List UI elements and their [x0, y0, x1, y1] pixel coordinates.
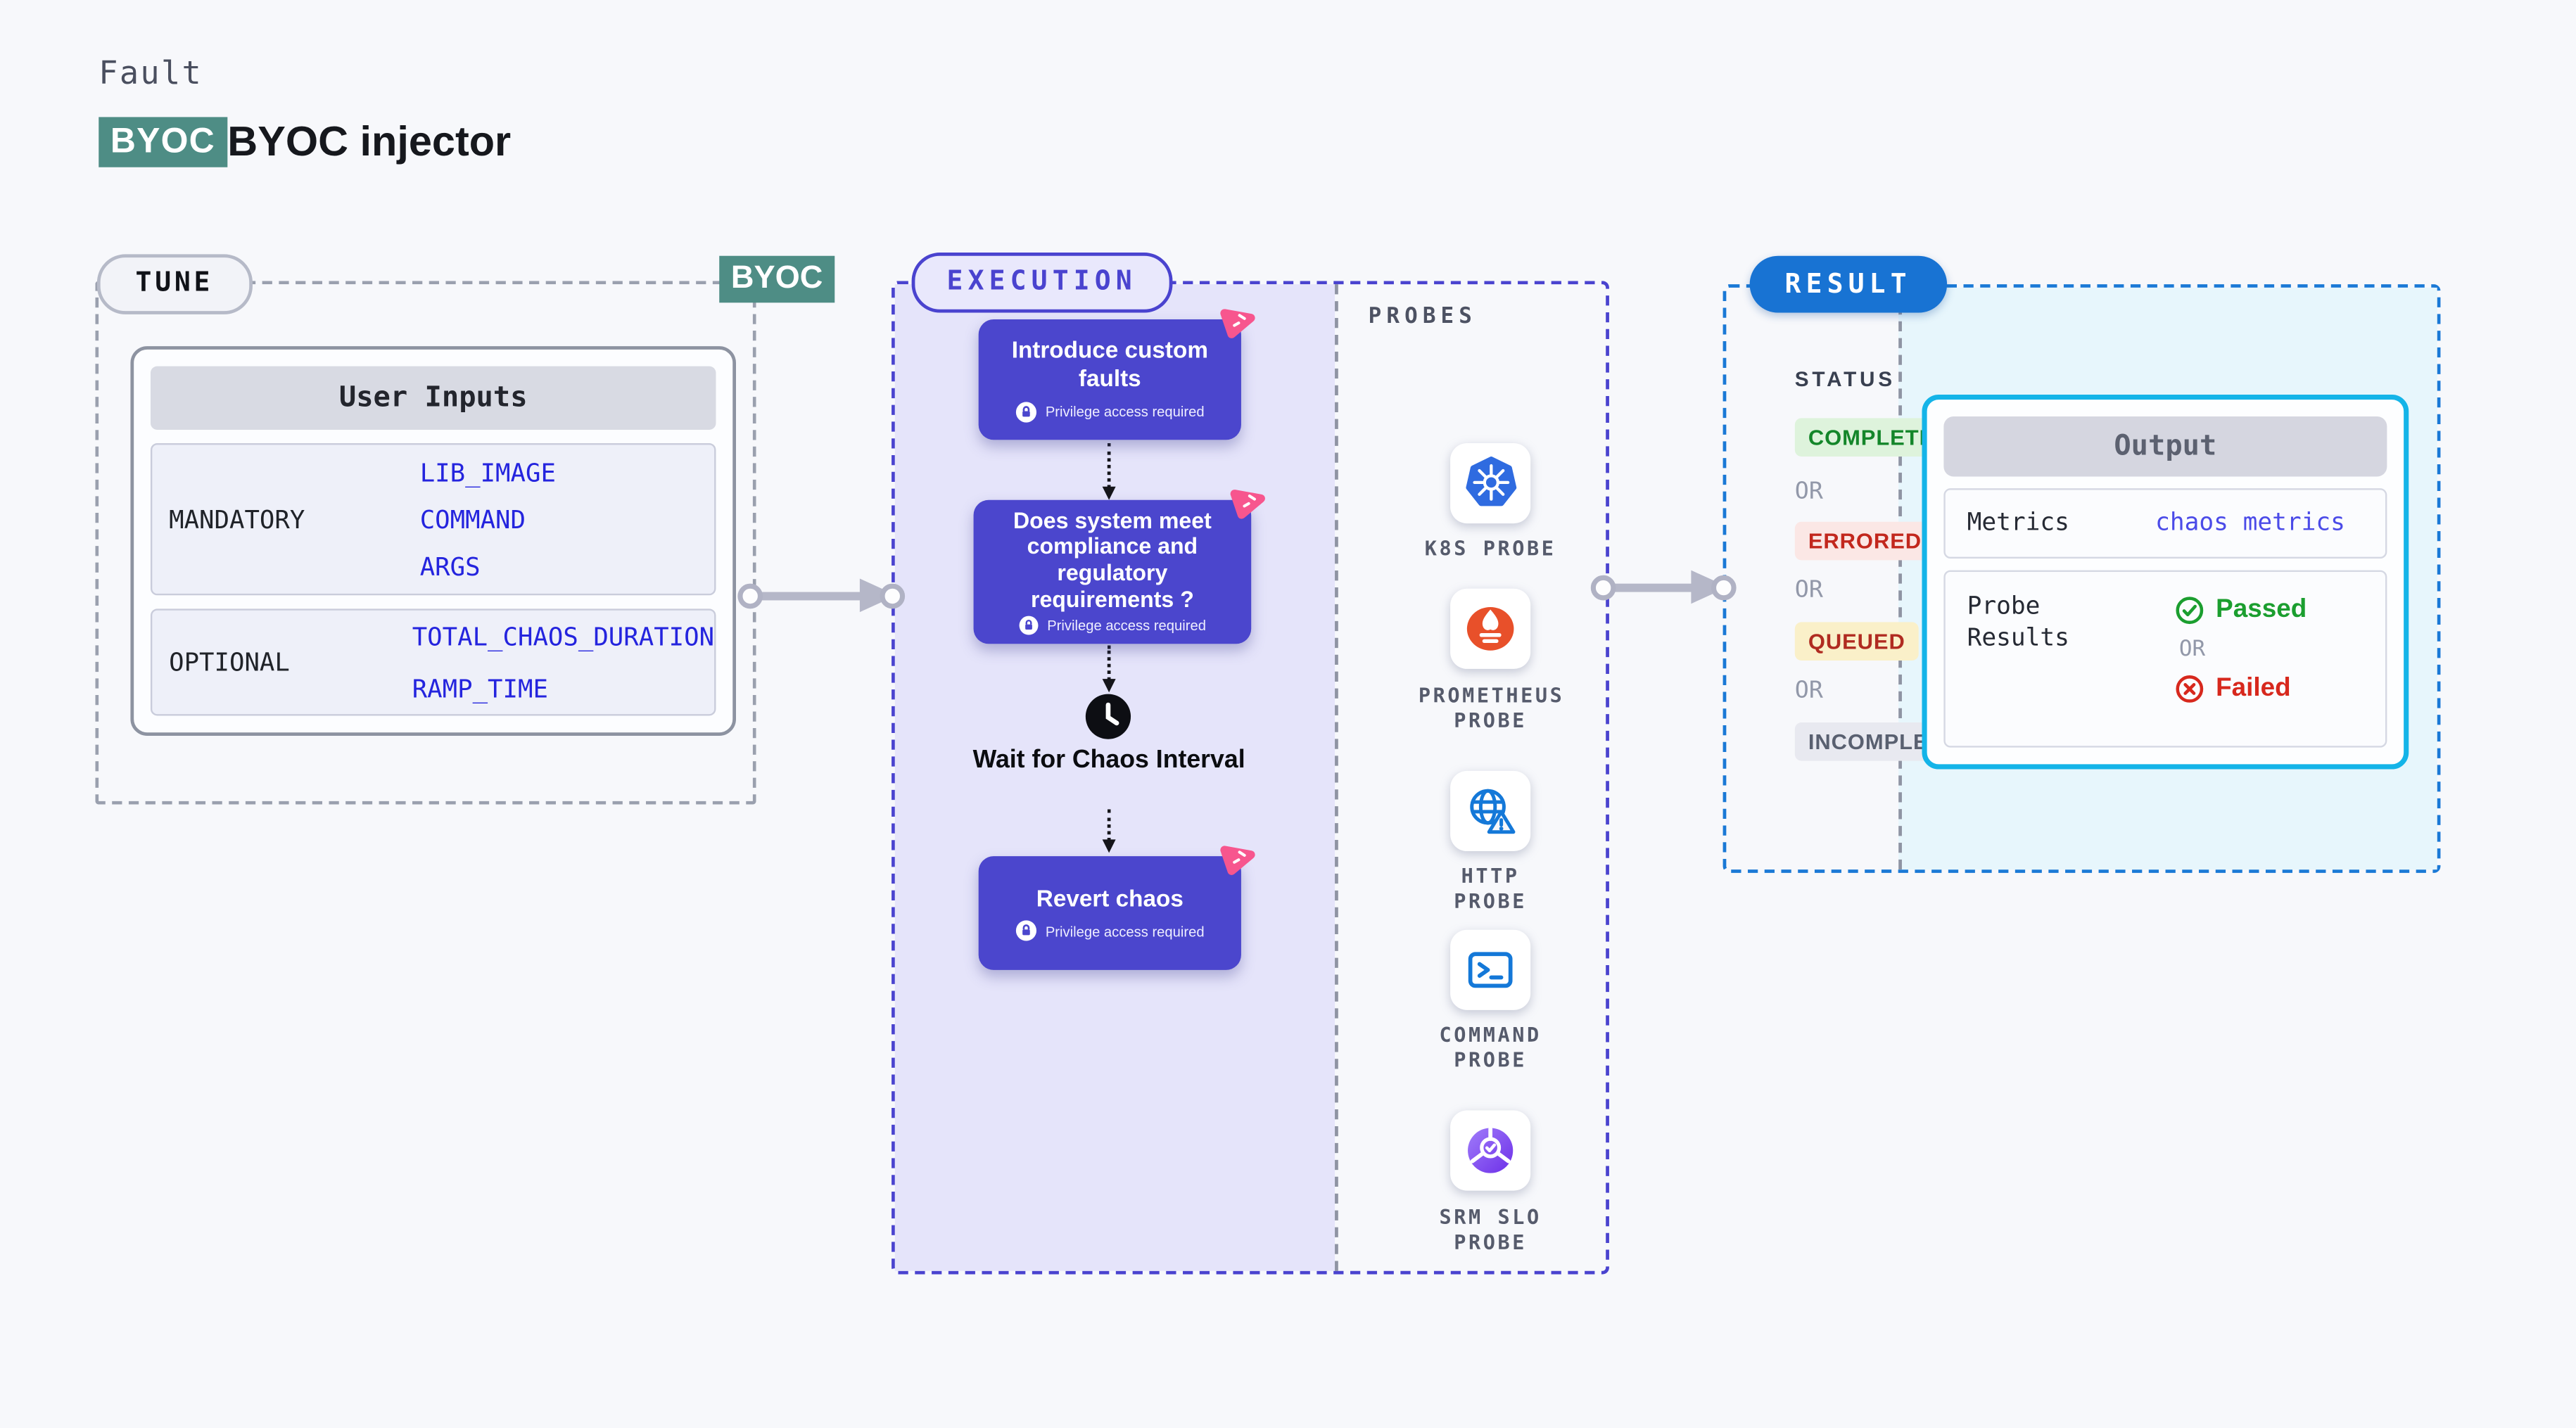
input-command: COMMAND [419, 504, 526, 535]
privilege-note: Privilege access required [1015, 400, 1205, 422]
tune-pill: TUNE [96, 254, 252, 314]
optional-values: TOTAL_CHAOS_DURATION RAMP_TIME [412, 622, 714, 703]
probe-results-values: Passed OR Failed [2174, 592, 2364, 704]
connector-dot-icon [880, 582, 906, 608]
byoc-header-badge: BYOC [99, 117, 227, 167]
status-or-separator: OR [1794, 478, 1823, 505]
probe-result-or: OR [2178, 637, 2206, 663]
privilege-note: Privilege access required [1019, 616, 1206, 636]
probe-card-srm-slo [1450, 1110, 1531, 1191]
flow-connector [1107, 645, 1111, 681]
output-header: Output [1943, 416, 2387, 477]
metrics-row: Metrics chaos metrics [1943, 488, 2387, 559]
probe-card-k8s [1450, 442, 1531, 524]
check-circle-icon [2175, 597, 2203, 625]
probe-card-prometheus [1450, 588, 1531, 669]
optional-label: OPTIONAL [169, 647, 290, 678]
metrics-label: Metrics [1967, 510, 2069, 537]
status-or-separator: OR [1794, 677, 1823, 704]
x-circle-icon [2175, 675, 2203, 703]
node-title: Revert chaos [1036, 884, 1184, 911]
status-output-divider [1898, 287, 1902, 870]
node-introduce-custom-faults: Introduce custom faults Privilege access… [978, 309, 1255, 440]
status-badge-queued: QUEUED [1794, 622, 1919, 661]
input-lib-image: LIB_IMAGE [419, 457, 556, 488]
probe-results-label: Probe Results [1967, 593, 2069, 653]
wait-step-label: Wait for Chaos Interval [972, 746, 1245, 774]
srm-slo-icon [1468, 1126, 1514, 1173]
probe-label-http: HTTP PROBE [1454, 865, 1528, 913]
fault-kicker: Fault [99, 55, 203, 92]
status-badge-errored: ERRORED [1794, 521, 1936, 561]
execution-pill: EXECUTION [911, 252, 1172, 313]
chaos-fault-icon [1220, 309, 1255, 338]
kubernetes-icon [1465, 456, 1516, 506]
lock-icon [1019, 616, 1039, 635]
flow-arrowhead-icon [1101, 679, 1115, 693]
input-total-chaos-duration: TOTAL_CHAOS_DURATION [412, 621, 715, 652]
probe-result-failed: Failed [2174, 674, 2307, 704]
node-revert-chaos: Revert chaos Privilege access required [978, 846, 1255, 970]
privilege-note: Privilege access required [1015, 920, 1205, 942]
connector-dot-icon [1590, 574, 1616, 600]
connector-dot-icon [737, 582, 763, 608]
chaos-fault-icon [1230, 490, 1265, 519]
input-ramp-time: RAMP_TIME [412, 673, 548, 704]
execution-background [894, 284, 1335, 1271]
byoc-corner-badge: BYOC [719, 255, 835, 303]
flow-connector [1107, 442, 1111, 489]
execution-probes-divider [1335, 284, 1338, 1271]
status-column-label: STATUS [1794, 367, 1896, 392]
mandatory-row: MANDATORY LIB_IMAGE COMMAND ARGS [150, 442, 716, 597]
wait-clock-icon [1085, 694, 1131, 739]
result-pill: RESULT [1749, 255, 1947, 313]
flow-arrowhead-icon [1101, 486, 1115, 500]
probe-card-command [1450, 929, 1531, 1010]
http-globe-icon [1469, 789, 1515, 834]
status-or-separator: OR [1794, 577, 1823, 604]
prometheus-icon [1466, 606, 1514, 651]
user-inputs-header: User Inputs [150, 366, 716, 430]
probes-section-label: PROBES [1368, 304, 1478, 330]
node-title: Does system meet compliance and regulato… [1013, 508, 1212, 611]
probe-label-command: COMMAND PROBE [1439, 1023, 1542, 1072]
probe-result-passed: Passed [2174, 595, 2307, 625]
chaos-fault-icon [1220, 846, 1255, 875]
probe-card-http [1450, 770, 1531, 852]
user-inputs-table: User Inputs MANDATORY LIB_IMAGE COMMAND … [130, 346, 736, 736]
metrics-value: chaos metrics [2155, 510, 2345, 537]
flow-connector [1107, 809, 1111, 841]
mandatory-values: LIB_IMAGE COMMAND ARGS [420, 458, 714, 582]
terminal-icon [1468, 952, 1513, 988]
output-panel: Output Metrics chaos metrics Probe Resul… [1922, 395, 2409, 770]
lock-icon [1015, 920, 1037, 942]
tune-section-border [95, 281, 756, 805]
connector-dot-icon [1711, 574, 1737, 600]
node-compliance-check: Does system meet compliance and regulato… [973, 490, 1265, 644]
probe-label-srm-slo: SRM SLO PROBE [1439, 1206, 1542, 1254]
input-args: ARGS [419, 551, 481, 582]
execution-section-border [892, 281, 1609, 1275]
node-title: Introduce custom faults [1011, 336, 1208, 392]
optional-row: OPTIONAL TOTAL_CHAOS_DURATION RAMP_TIME [150, 609, 716, 716]
probe-label-prometheus: PROMETHEUS PROBE [1418, 684, 1565, 733]
page-title: BYOC injector [227, 118, 512, 166]
mandatory-label: MANDATORY [169, 504, 305, 535]
lock-icon [1015, 401, 1037, 422]
probe-label-k8s: K8S PROBE [1424, 537, 1556, 561]
probe-results-row: Probe Results Passed OR Failed [1943, 570, 2387, 748]
flow-arrowhead-icon [1101, 839, 1115, 853]
